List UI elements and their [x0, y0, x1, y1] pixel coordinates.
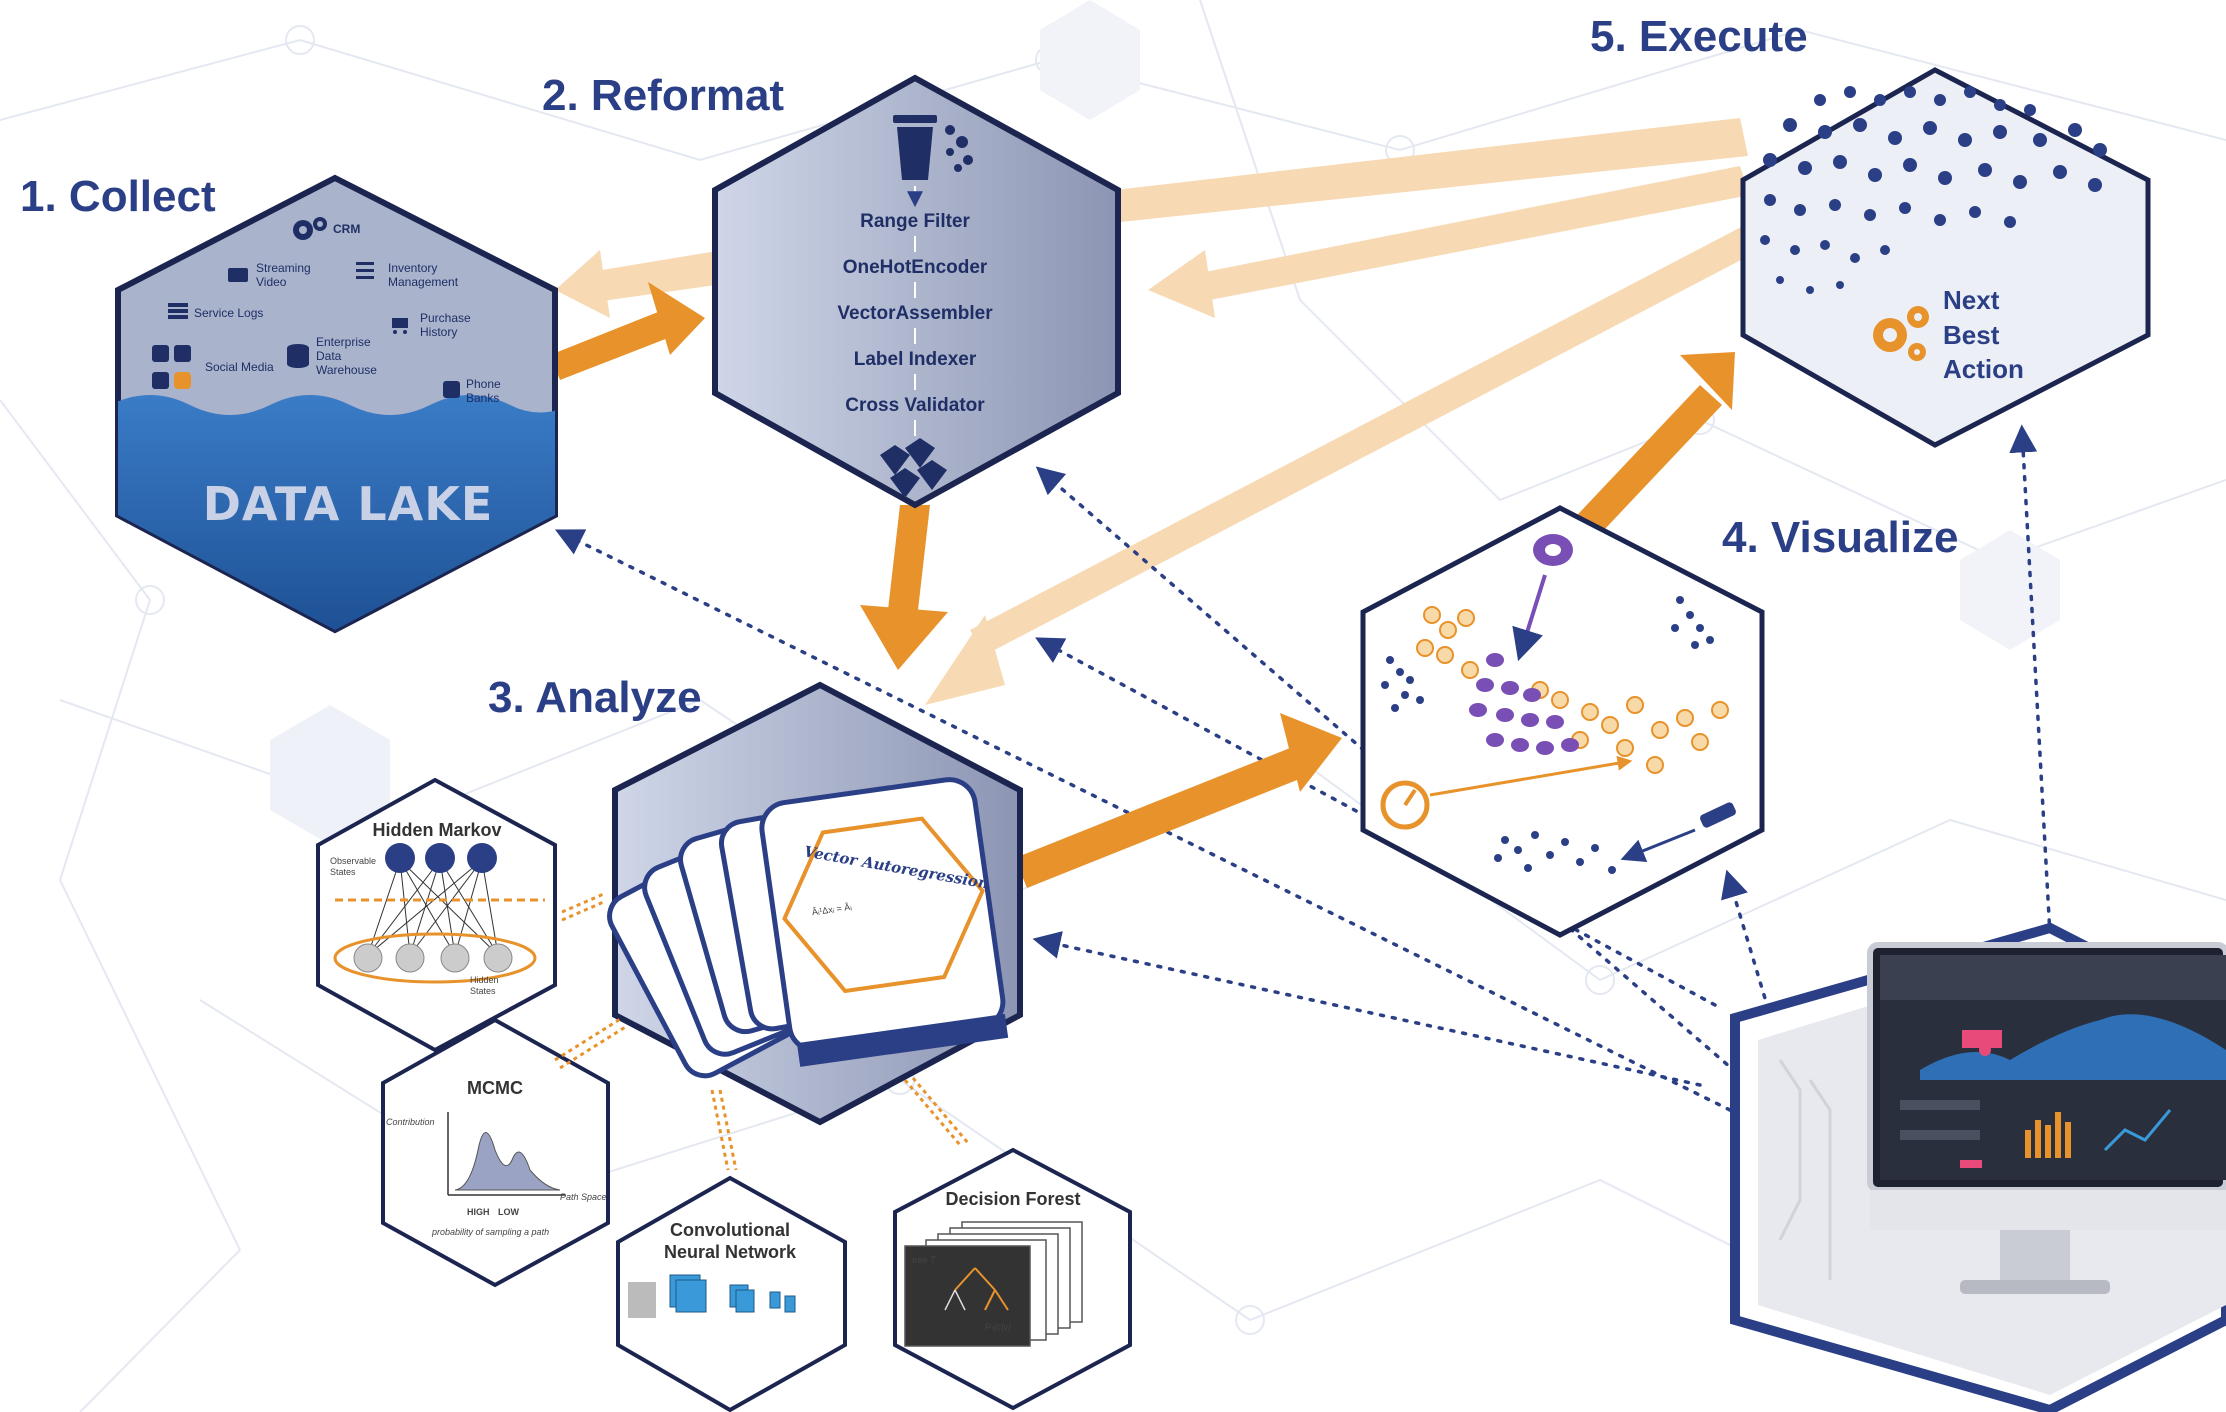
customer-icons [1760, 86, 2107, 294]
execute-hexagon: Next Best Action [1740, 67, 2151, 448]
source-edw-3: Warehouse [316, 363, 377, 377]
mcmc-high: HIGH [467, 1207, 490, 1217]
monitor-icon [1867, 942, 2226, 1294]
source-service-logs: Service Logs [194, 306, 263, 320]
source-streaming-1: Streaming [256, 261, 311, 275]
list-icon [356, 262, 374, 279]
cart-icon [392, 318, 408, 334]
cnn-hexagon: Convolutional Neural Network [616, 1175, 847, 1412]
gear-icon [293, 217, 327, 240]
step-analyze-title: 3. Analyze [488, 673, 702, 722]
reformat-hexagon: Range Filter OneHotEncoder VectorAssembl… [712, 74, 1121, 509]
cnn-layers [669, 1274, 796, 1313]
magnet-icon [1512, 534, 1573, 662]
diamond-icon [880, 438, 947, 498]
mcmc-hexagon: MCMC Contribution Path Space HIGH LOW pr… [381, 1017, 610, 1288]
dashboard-hexagon [1730, 922, 2226, 1412]
log-icon [168, 303, 188, 319]
source-social: Social Media [205, 360, 274, 374]
source-phone-1: Phone [466, 377, 501, 391]
pipeline-step-5: Cross Validator [845, 395, 985, 416]
visualize-hexagon [1360, 505, 1765, 938]
gear-icon [1873, 306, 1929, 361]
source-inventory-1: Inventory [388, 261, 437, 275]
gauge-icon [1380, 755, 1633, 830]
mcmc-xlabel: Path Space [560, 1192, 607, 1202]
pipeline-step-2: OneHotEncoder [843, 257, 988, 278]
pipeline-step-3: VectorAssembler [837, 303, 993, 324]
model-links [554, 891, 970, 1171]
plug-icon [1620, 802, 1736, 863]
hmm-hexagon: Hidden Markov Observable States Hidden S… [316, 777, 557, 1053]
analyze-hexagon: Vector Autoregression Âᵢ¹Δxᵢ = Âᵢ [607, 681, 1023, 1126]
collect-hexagon: DATA LAKE CRM Streaming Video Inventory … [115, 174, 558, 634]
scatter-purple [1469, 653, 1579, 755]
step-execute-title: 5. Execute [1590, 12, 1808, 61]
source-streaming-2: Video [256, 275, 287, 289]
hmm-hidden-1: Hidden [470, 975, 499, 985]
step-collect-title: 1. Collect [20, 172, 216, 221]
source-phone-2: Banks [466, 391, 499, 405]
next-best-action-3: Action [1943, 354, 2024, 384]
process-arrows [550, 282, 1735, 888]
source-edw-1: Enterprise [316, 335, 371, 349]
forest-stack [904, 1221, 1083, 1347]
cnn-title-2: Neural Network [664, 1242, 797, 1262]
hmm-hidden-2: States [470, 986, 496, 996]
source-purchase-1: Purchase [420, 311, 471, 325]
source-purchase-2: History [420, 325, 457, 339]
step-visualize-title: 4. Visualize [1722, 513, 1958, 562]
source-crm: CRM [333, 222, 360, 236]
hmm-title: Hidden Markov [372, 820, 501, 840]
trash-icon [893, 115, 973, 180]
card-stack [607, 777, 1009, 1079]
forest-title: Decision Forest [945, 1189, 1080, 1209]
forest-prob-label: Pₜ(c|v) [985, 1322, 1011, 1332]
pipeline-step-4: Label Indexer [854, 349, 977, 370]
mcmc-ylabel: Contribution [386, 1117, 435, 1127]
phone-icon [443, 381, 460, 398]
forest-hexagon: Decision Forest tree T Pₜ(c|v) [893, 1147, 1132, 1411]
instagram-icon [174, 372, 191, 389]
source-edw-2: Data [316, 349, 342, 363]
mcmc-title: MCMC [467, 1078, 523, 1098]
cnn-title-1: Convolutional [670, 1220, 790, 1240]
video-icon [228, 268, 248, 282]
mcmc-caption: probability of sampling a path [431, 1227, 549, 1237]
forest-tree-label: tree T [912, 1255, 937, 1265]
scatter-orange [1416, 606, 1729, 774]
mcmc-low: LOW [498, 1207, 519, 1217]
scatter-blue [1381, 596, 1714, 874]
facebook-icon [174, 345, 191, 362]
snapchat-icon [152, 372, 169, 389]
next-best-action-1: Next [1943, 285, 2000, 315]
hmm-observable-1: Observable [330, 856, 376, 866]
twitter-icon [152, 345, 169, 362]
step-reformat-title: 2. Reformat [542, 71, 784, 120]
pipeline-step-1: Range Filter [860, 211, 970, 232]
source-inventory-2: Management [388, 275, 459, 289]
database-icon [287, 344, 309, 368]
hmm-observable-2: States [330, 867, 356, 877]
next-best-action-2: Best [1943, 320, 2000, 350]
data-lake-label: DATA LAKE [203, 477, 494, 531]
